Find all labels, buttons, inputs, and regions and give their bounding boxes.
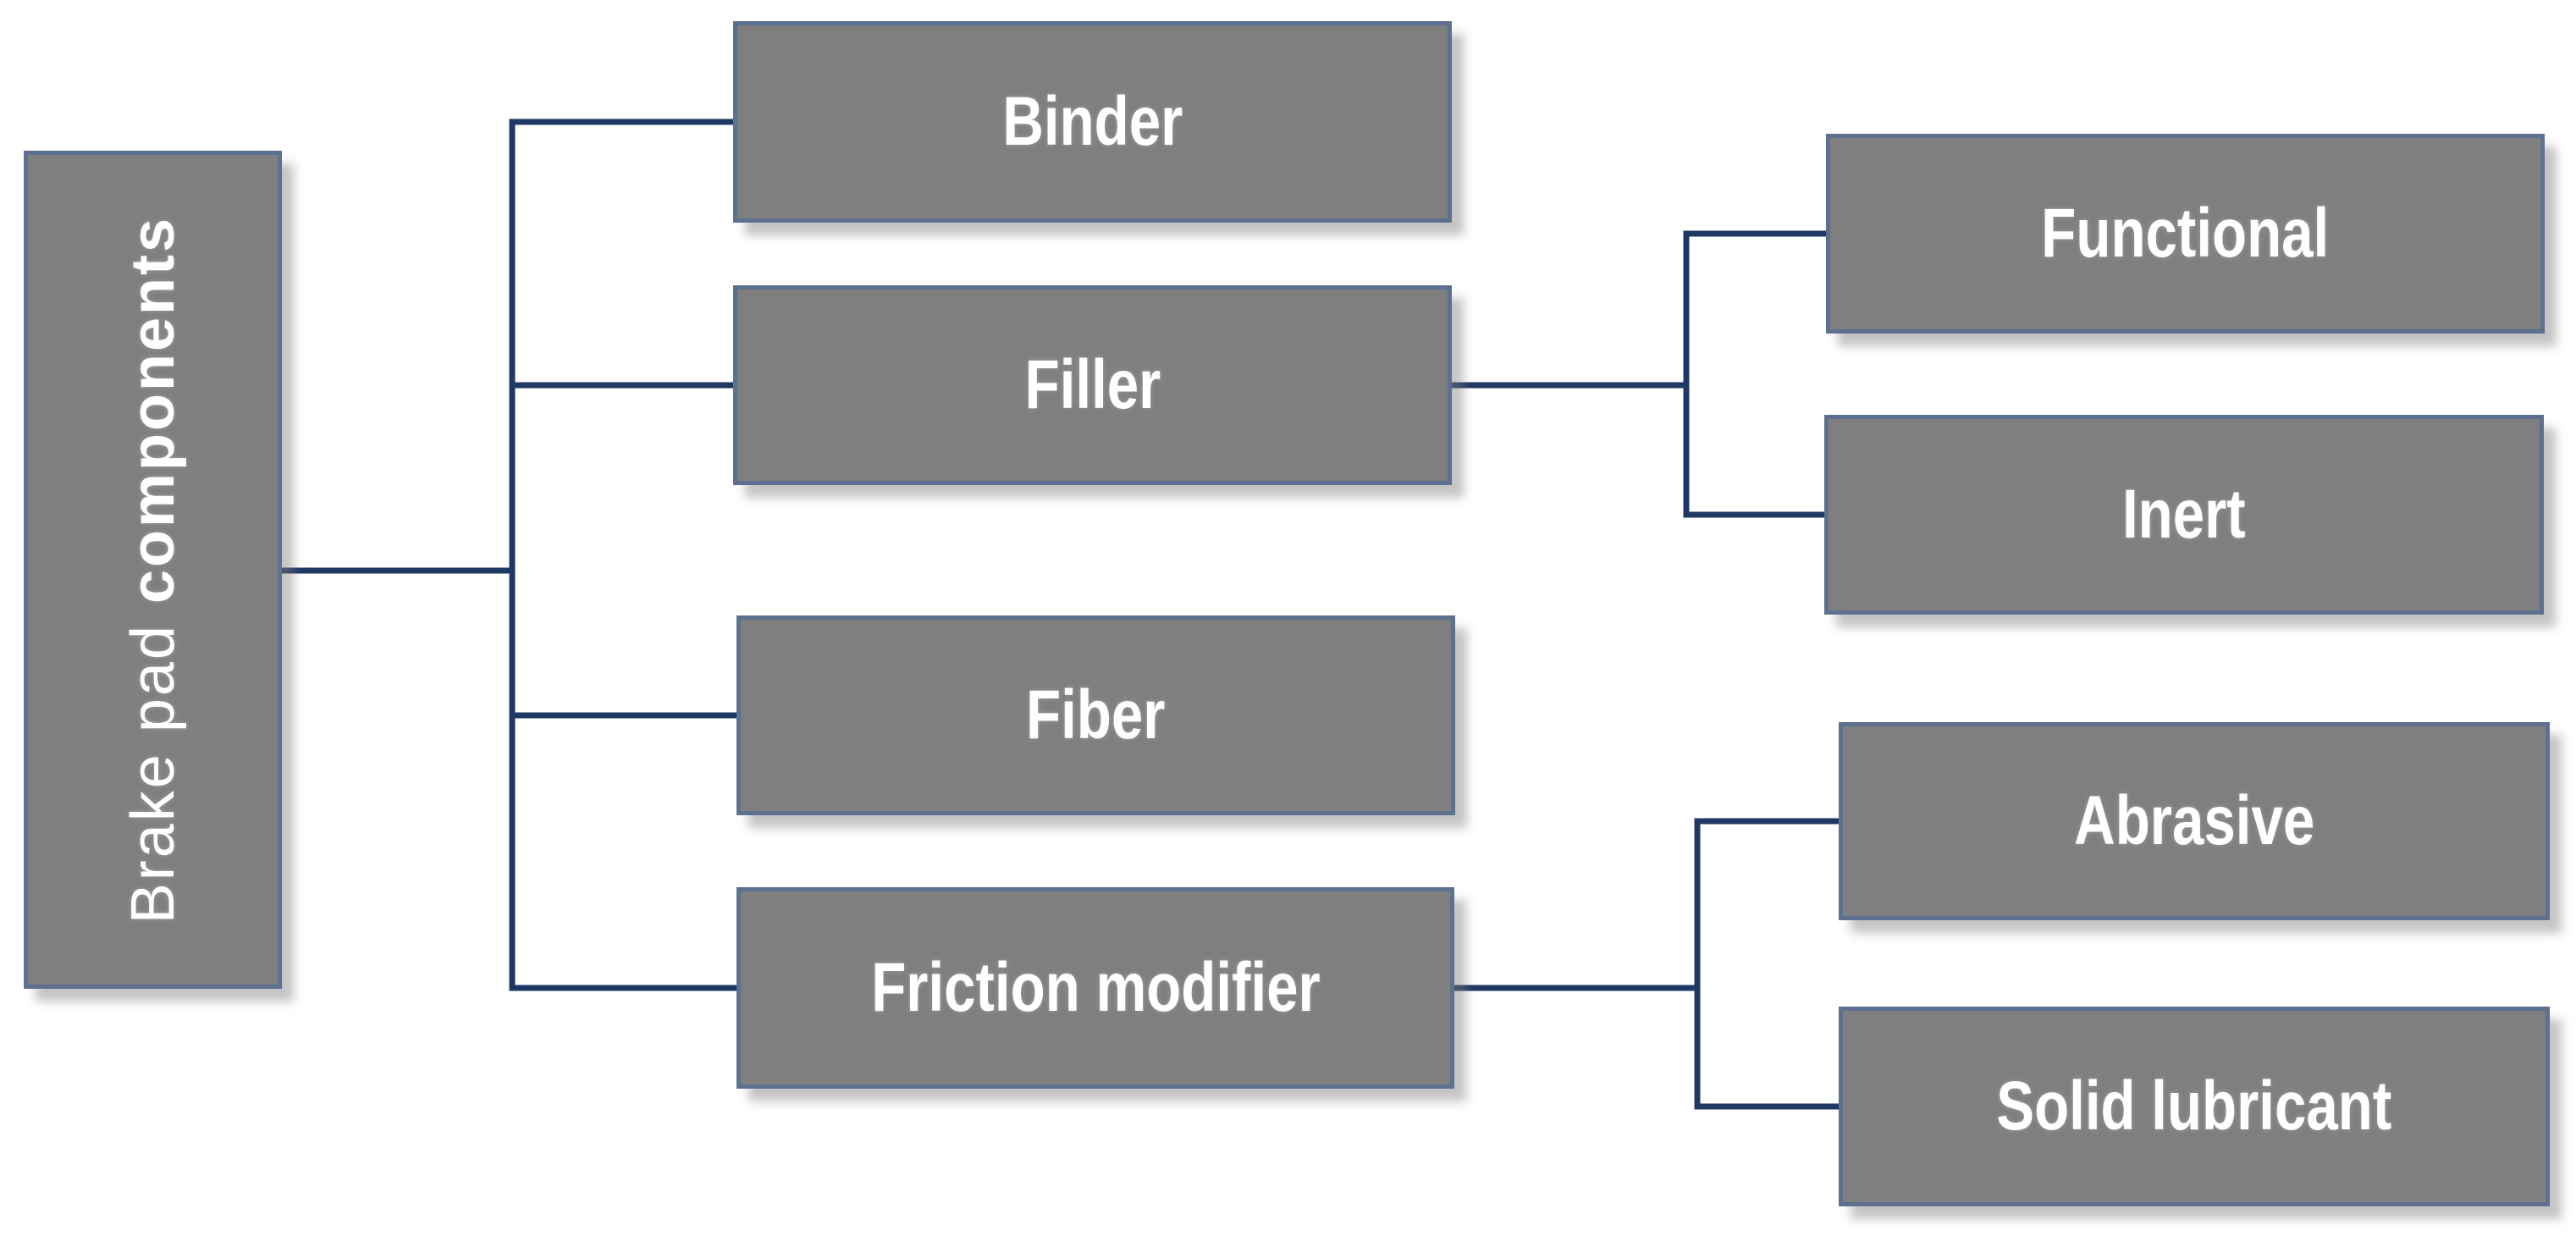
node-abrasive-label: Abrasive [2073,782,2315,859]
root-label-prefix: Brake pad [119,603,187,924]
node-solid-lubricant-label: Solid lubricant [1996,1068,2392,1145]
node-inert: Inert [1824,415,2544,615]
node-friction-modifier-label: Friction modifier [870,949,1321,1026]
node-filler: Filler [733,285,1452,485]
node-fiber: Fiber [736,615,1455,815]
connector-filler-to-children [1448,230,1829,518]
node-functional-label: Functional [2041,195,2330,272]
node-filler-label: Filler [1024,346,1161,423]
node-abrasive: Abrasive [1839,722,2550,920]
node-brake-pad-components-label: Brake pad components [119,216,188,924]
node-functional: Functional [1826,134,2545,334]
node-fiber-label: Fiber [1026,676,1166,753]
connector-root-to-branches [279,119,740,991]
connector-friction-modifier-to-children [1451,818,1842,1110]
node-solid-lubricant: Solid lubricant [1839,1007,2550,1206]
node-binder-label: Binder [1002,83,1183,160]
node-binder: Binder [733,21,1452,223]
node-friction-modifier: Friction modifier [736,887,1454,1089]
root-label-bold: components [119,215,187,604]
node-inert-label: Inert [2122,476,2246,553]
node-brake-pad-components: Brake pad components [24,151,282,989]
